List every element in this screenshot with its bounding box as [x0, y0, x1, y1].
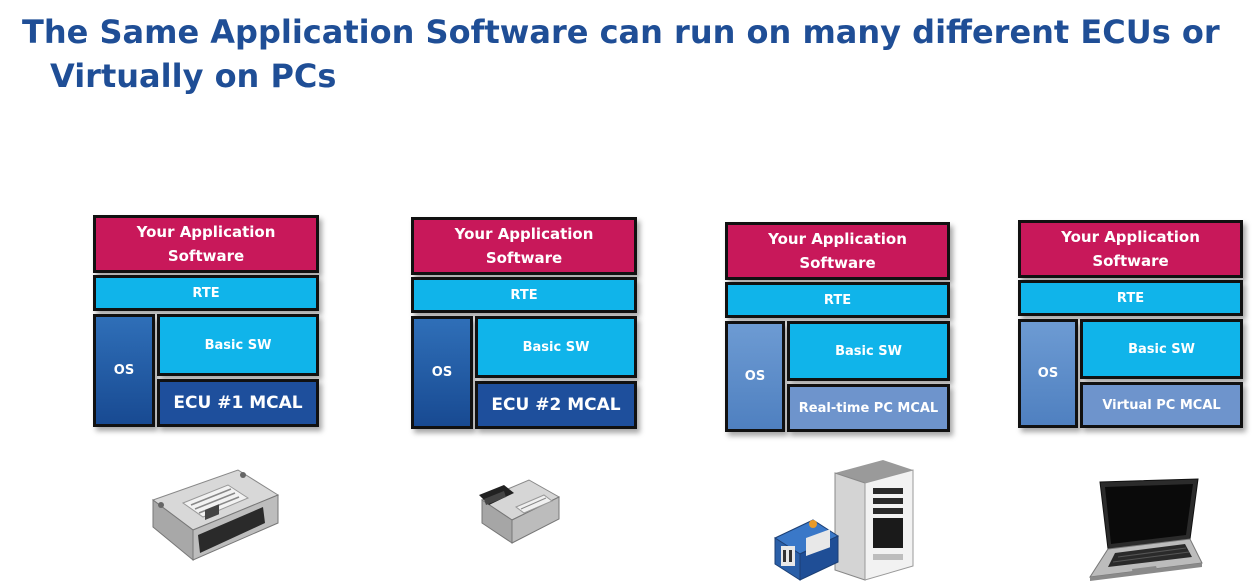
basic-sw-block: Basic SW	[475, 316, 637, 378]
ecu-unit-1-icon	[151, 469, 280, 562]
os-block: OS	[725, 321, 785, 432]
basic-sw-block: Basic SW	[787, 321, 950, 381]
mcal-block: ECU #1 MCAL	[157, 379, 319, 427]
mcal-block: ECU #2 MCAL	[475, 381, 637, 429]
software-stack-virtual-pc: Your Application Software RTE OS Basic S…	[1018, 220, 1243, 428]
software-stack-ecu-2: Your Application Software RTE OS Basic S…	[411, 217, 637, 429]
rte-block: RTE	[411, 277, 637, 313]
os-block: OS	[411, 316, 473, 429]
application-software-block: Your Application Software	[1018, 220, 1243, 278]
application-software-block: Your Application Software	[725, 222, 950, 280]
mcal-block: Virtual PC MCAL	[1080, 382, 1243, 428]
rte-block: RTE	[1018, 280, 1243, 316]
rte-block: RTE	[725, 282, 950, 318]
application-software-block: Your Application Software	[411, 217, 637, 275]
ecu-unit-2-icon	[479, 479, 561, 544]
page-title: The Same Application Software can run on…	[22, 10, 1222, 98]
os-block: OS	[1018, 319, 1078, 428]
mcal-block: Real-time PC MCAL	[787, 384, 950, 432]
title-line-1: The Same Application Software can run on…	[22, 13, 1220, 51]
software-stack-ecu-1: Your Application Software RTE OS Basic S…	[93, 215, 319, 427]
rte-block: RTE	[93, 275, 319, 311]
software-stack-realtime-pc: Your Application Software RTE OS Basic S…	[725, 222, 950, 432]
basic-sw-block: Basic SW	[1080, 319, 1243, 379]
basic-sw-block: Basic SW	[157, 314, 319, 376]
laptop-icon	[1089, 478, 1203, 581]
os-block: OS	[93, 314, 155, 427]
desktop-pc-icon	[773, 460, 914, 581]
title-line-2: Virtually on PCs	[50, 57, 337, 95]
application-software-block: Your Application Software	[93, 215, 319, 273]
